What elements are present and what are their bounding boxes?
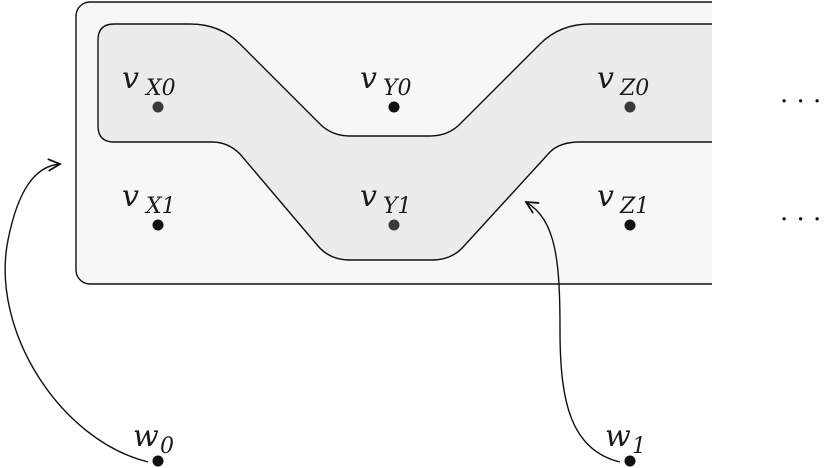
node-vZ0: v Z0 bbox=[597, 61, 649, 113]
node-w1-sub: 1 bbox=[632, 434, 646, 459]
node-vY1-base: v bbox=[360, 179, 377, 214]
node-vZ1-dot bbox=[624, 219, 636, 231]
node-vY1-dot bbox=[388, 219, 400, 231]
node-vY0-base: v bbox=[360, 61, 377, 96]
shaded-band-region bbox=[97, 23, 712, 261]
node-vZ1-base: v bbox=[597, 179, 614, 214]
node-vY0-dot bbox=[388, 101, 400, 113]
node-vZ1: v Z1 bbox=[597, 179, 649, 231]
node-vX1-sub: X1 bbox=[144, 194, 176, 219]
node-vY0-sub: Y0 bbox=[383, 76, 412, 101]
node-vX1-dot bbox=[152, 219, 164, 231]
node-vZ1-sub: Z1 bbox=[619, 194, 649, 219]
node-vZ0-base: v bbox=[597, 61, 614, 96]
node-vY1-sub: Y1 bbox=[383, 194, 412, 219]
node-vZ0-sub: Z0 bbox=[619, 76, 649, 101]
node-w0-dot bbox=[152, 455, 164, 467]
node-vY1: v Y1 bbox=[360, 179, 412, 231]
node-w1: w 1 bbox=[605, 419, 646, 467]
node-vX1-base: v bbox=[122, 179, 139, 214]
node-w1-dot bbox=[624, 455, 636, 467]
arrow-w1-to-shaded-band bbox=[526, 202, 621, 463]
node-vY0: v Y0 bbox=[360, 61, 412, 113]
arrow-w0-to-outer-region bbox=[4, 164, 149, 463]
node-w0-sub: 0 bbox=[160, 434, 174, 459]
node-vX0-base: v bbox=[122, 61, 139, 96]
node-vX0: v X0 bbox=[122, 61, 176, 113]
node-w0-base: w bbox=[133, 419, 159, 454]
node-vX0-sub: X0 bbox=[144, 76, 176, 101]
node-vZ0-dot bbox=[624, 101, 636, 113]
ellipsis-bottom: · · · bbox=[780, 205, 821, 235]
node-w0: w 0 bbox=[133, 419, 174, 467]
node-vX1: v X1 bbox=[122, 179, 176, 231]
node-w1-base: w bbox=[605, 419, 631, 454]
ellipsis-top: · · · bbox=[780, 87, 821, 117]
node-vX0-dot bbox=[152, 101, 164, 113]
